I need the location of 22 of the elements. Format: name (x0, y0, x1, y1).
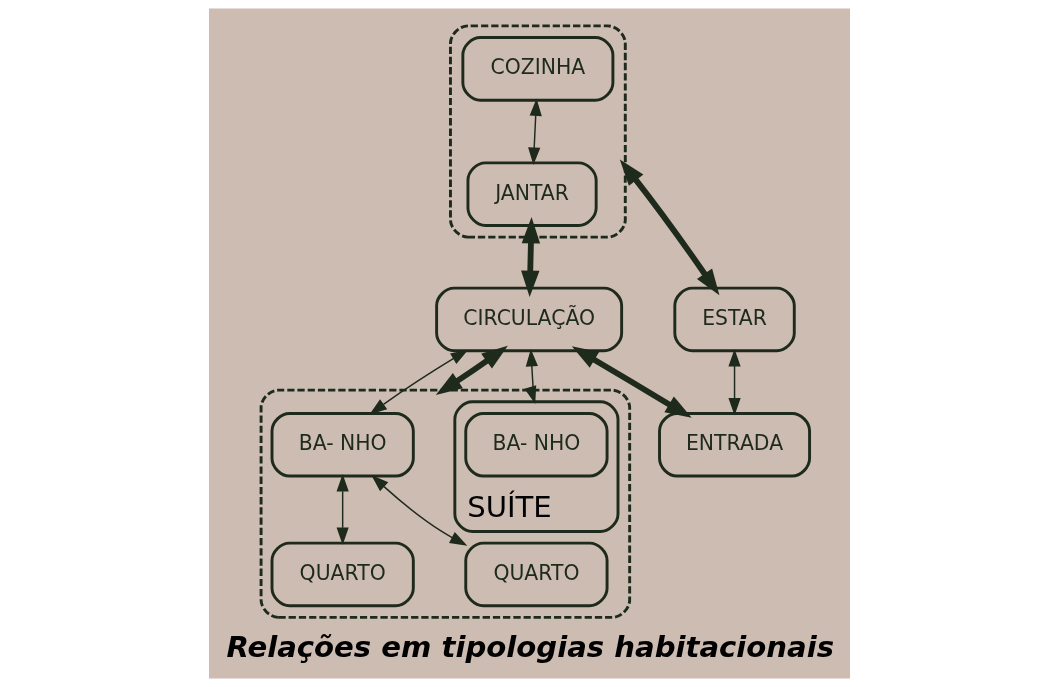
cluster (448, 24, 627, 239)
node-box: BA- NHO (270, 411, 415, 478)
arrow (368, 349, 468, 415)
node-box: QUARTO (463, 541, 609, 608)
node-box: CIRCULAÇÃO (434, 286, 623, 353)
arrow (571, 346, 692, 418)
node-box: QUARTO (270, 541, 415, 608)
node-box: BA- NHO (463, 411, 609, 478)
cluster (259, 388, 631, 619)
caption: Relações em tipologias habitacionais (225, 629, 834, 664)
arrow (619, 159, 719, 296)
node-box: ENTRADA (657, 411, 811, 478)
arrow (336, 474, 349, 545)
node-box: COZINHA (460, 36, 614, 102)
node-box: ESTAR (672, 286, 796, 353)
arrow (520, 217, 540, 297)
arrow (370, 474, 467, 546)
arrow (435, 345, 508, 395)
arrow (727, 348, 741, 416)
node-box: JANTAR (466, 161, 598, 227)
arrow (523, 348, 538, 404)
arrow (527, 98, 542, 165)
